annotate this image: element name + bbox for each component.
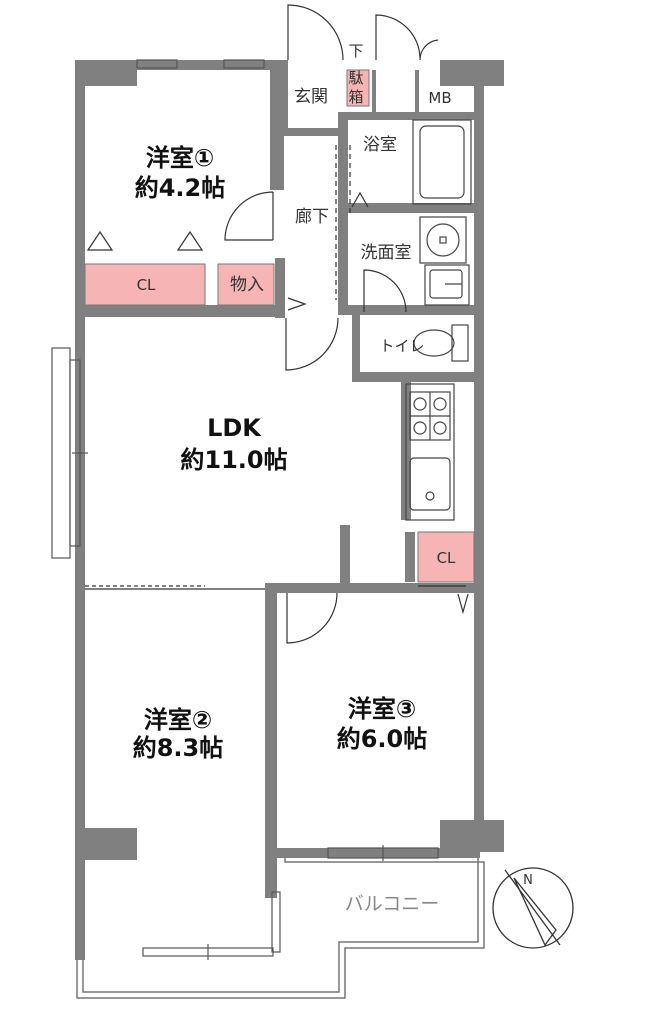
room2-name: 洋室② — [144, 706, 212, 734]
shoe-box-bot: 箱 — [348, 88, 363, 106]
storage-areas — [84, 69, 475, 583]
sliding-door — [85, 145, 351, 590]
kitchen-stove — [405, 383, 455, 521]
room1-name: 洋室① — [146, 144, 214, 172]
ldk-name: LDK — [207, 414, 262, 442]
hallway-label: 廊下 — [295, 207, 329, 227]
room3-size: 約6.0帖 — [337, 725, 428, 753]
kitchen-sink — [409, 457, 451, 511]
toilet-label: トイレ — [379, 337, 424, 355]
closet1-label: CL — [137, 276, 156, 294]
washbasin — [424, 264, 470, 306]
washroom-label: 洗面室 — [361, 243, 412, 263]
windows — [51, 59, 439, 960]
ldk-size: 約11.0帖 — [180, 446, 287, 474]
toilet-fixture — [413, 324, 469, 362]
closet-ldk-label: CL — [437, 549, 456, 567]
room2-size: 約8.3帖 — [133, 734, 224, 762]
bath-label: 浴室 — [363, 135, 397, 155]
room1-size: 約4.2帖 — [135, 174, 226, 202]
entrance-label: 玄関 — [294, 87, 328, 107]
balcony-label: バルコニー — [345, 893, 440, 915]
shoe-box-top: 下 — [348, 42, 363, 60]
compass: N — [492, 867, 574, 949]
compass-north: N — [523, 873, 533, 888]
doors — [86, 4, 469, 644]
shoe-box-mid: 駄 — [348, 69, 363, 87]
storage-label: 物入 — [230, 275, 264, 295]
washing-machine — [419, 216, 467, 264]
bathtub — [412, 119, 472, 205]
mb-label: MB — [428, 89, 451, 107]
room3-name: 洋室③ — [348, 695, 416, 723]
